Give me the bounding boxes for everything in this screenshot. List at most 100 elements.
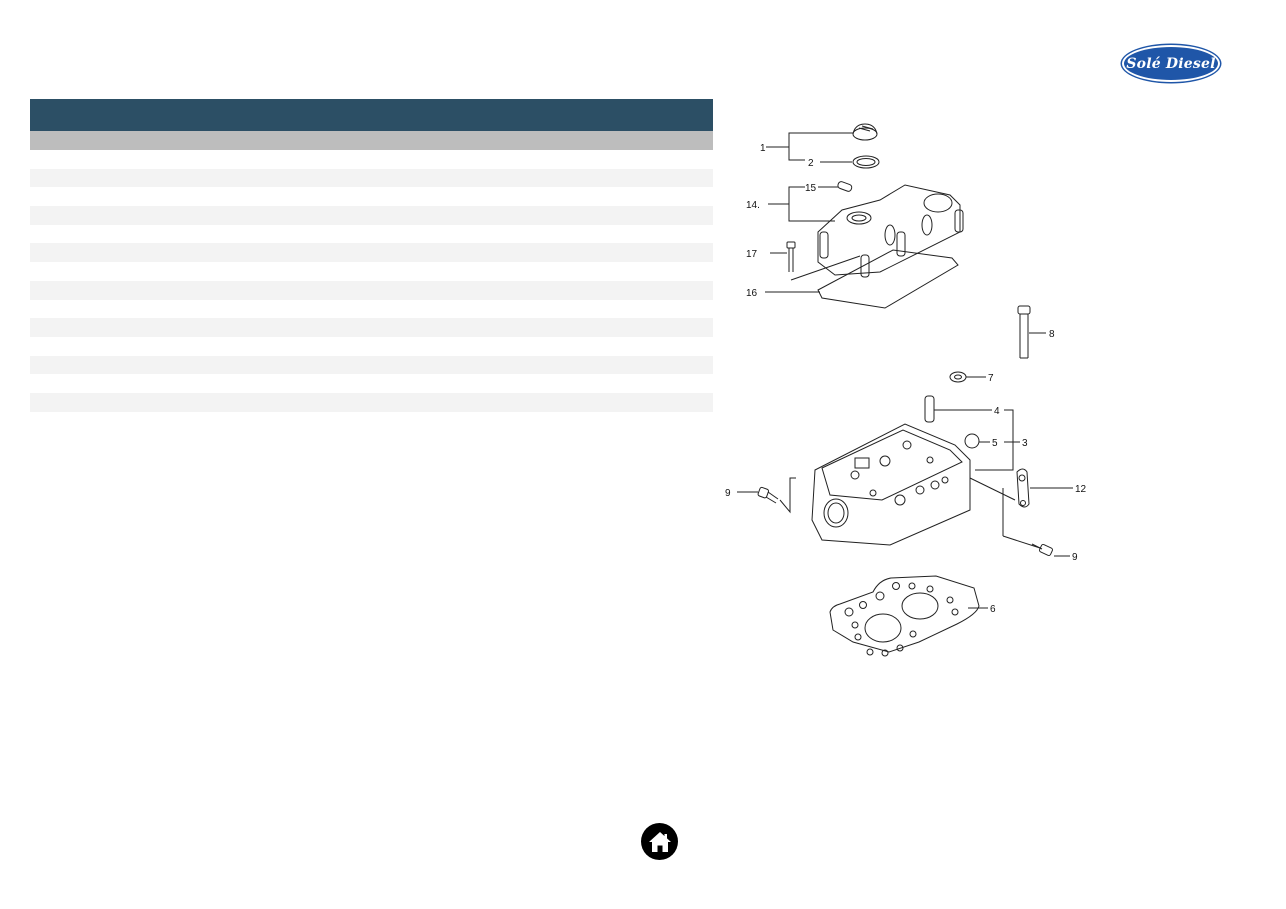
core-plug-icon (964, 433, 980, 449)
cell (250, 356, 653, 375)
plug-icon (837, 181, 853, 192)
column-header (250, 131, 653, 150)
cell (250, 225, 653, 244)
table-row (30, 280, 713, 300)
home-icon (648, 831, 671, 852)
callout-14: 14. (746, 200, 760, 211)
table-row (30, 150, 713, 169)
cell (250, 281, 653, 300)
cell (653, 300, 713, 319)
table-row (30, 392, 713, 412)
cell (250, 206, 653, 225)
cell (90, 225, 250, 244)
bolt-icon (1031, 543, 1053, 557)
cell (653, 262, 713, 281)
table-row (30, 355, 713, 375)
cell (250, 374, 653, 393)
bolt-icon (757, 486, 779, 504)
cell (653, 337, 713, 356)
table-header-row (30, 131, 713, 150)
column-header (90, 131, 250, 150)
cell (90, 374, 250, 393)
table-row (30, 336, 713, 356)
cell (30, 262, 90, 281)
cell (653, 206, 713, 225)
table-row (30, 318, 713, 337)
column-header (30, 131, 90, 150)
callout-2: 2 (808, 158, 814, 169)
cell (90, 356, 250, 375)
cell (653, 281, 713, 300)
cell (90, 187, 250, 206)
column-header (653, 131, 713, 150)
head-bolt-icon (1017, 305, 1031, 359)
table-row (30, 243, 713, 263)
callout-16: 16 (746, 288, 758, 299)
cell (30, 187, 90, 206)
callout-5: 5 (992, 438, 998, 449)
callout-labels: 1 2 15 14. 17 16 8 7 4 5 3 9 12 9 6 (725, 143, 1087, 615)
callout-1: 1 (760, 143, 766, 154)
cell (90, 206, 250, 225)
cell (90, 243, 250, 262)
cell (30, 243, 90, 262)
rocker-cover-icon (817, 184, 964, 278)
sole-diesel-logo: Solé Diesel (1122, 45, 1220, 82)
callout-17: 17 (746, 249, 758, 260)
cell (30, 150, 90, 169)
table-row (30, 168, 713, 188)
callout-9-left: 9 (725, 488, 731, 499)
table-row (30, 206, 713, 225)
cell (90, 262, 250, 281)
cell (90, 337, 250, 356)
cell (250, 337, 653, 356)
table-row (30, 224, 713, 244)
cell (90, 150, 250, 169)
cell (90, 169, 250, 188)
cell (250, 243, 653, 262)
callout-3: 3 (1022, 438, 1028, 449)
table-row (30, 299, 713, 319)
cell (30, 225, 90, 244)
cell (30, 206, 90, 225)
table-title-bar (30, 99, 713, 131)
callout-9-right: 9 (1072, 552, 1078, 563)
cell (653, 187, 713, 206)
cell (30, 318, 90, 337)
oil-filler-cap-icon (852, 123, 878, 141)
cell (653, 374, 713, 393)
cell (653, 169, 713, 188)
cylinder-head-icon (811, 423, 971, 546)
callout-15: 15 (805, 183, 817, 194)
logo-text: Solé Diesel (1126, 55, 1216, 72)
cell (653, 356, 713, 375)
cell (250, 169, 653, 188)
cell (250, 393, 653, 412)
valve-guide-icon (924, 395, 935, 423)
cell (90, 393, 250, 412)
cell (30, 281, 90, 300)
cell (250, 262, 653, 281)
callout-8: 8 (1049, 329, 1055, 340)
cell (30, 300, 90, 319)
cell (653, 393, 713, 412)
cell (653, 150, 713, 169)
cell (653, 225, 713, 244)
lifting-eye-icon (1016, 468, 1030, 508)
cell (90, 300, 250, 319)
bolt-icon (786, 241, 796, 272)
cell (250, 187, 653, 206)
cell (90, 318, 250, 337)
o-ring-icon (852, 155, 880, 169)
parts-table (30, 99, 713, 412)
home-button[interactable] (641, 823, 678, 860)
table-row (30, 187, 713, 207)
cell (30, 393, 90, 412)
callout-7: 7 (988, 373, 994, 384)
washer-icon (949, 371, 967, 383)
callout-6: 6 (990, 604, 996, 615)
cell (30, 169, 90, 188)
cell (250, 300, 653, 319)
cell (90, 281, 250, 300)
callout-12: 12 (1075, 484, 1087, 495)
